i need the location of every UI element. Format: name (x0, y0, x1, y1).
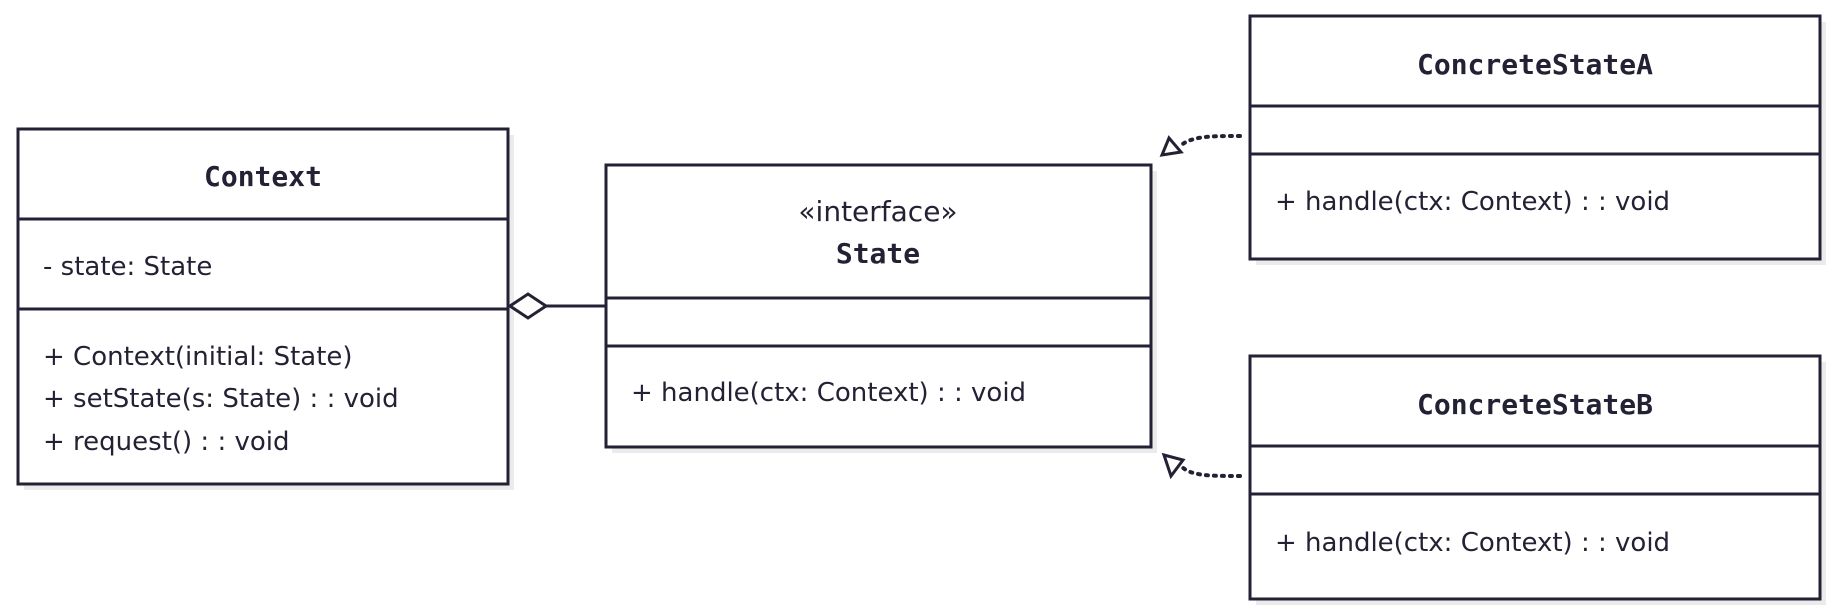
class-state[interactable]: «interface» State + handle(ctx: Context)… (604, 163, 1157, 453)
realization-b-line (1180, 465, 1242, 478)
class-context-attribute: - state: State (43, 252, 212, 282)
class-context-box (16, 127, 510, 486)
class-context-operation: + setState(s: State) : : void (43, 384, 399, 414)
class-state-name: State (836, 237, 920, 270)
relation-aggregation-context-state[interactable] (507, 292, 606, 320)
class-concrete-state-b-box (1248, 354, 1822, 601)
class-state-box (604, 163, 1153, 449)
class-concrete-state-a-operation: + handle(ctx: Context) : : void (1275, 187, 1670, 217)
class-concrete-state-b-operation: + handle(ctx: Context) : : void (1275, 528, 1670, 558)
realization-a-line (1178, 134, 1242, 148)
relation-realization-concrete-state-a[interactable] (1159, 134, 1242, 157)
realization-b-triangle-icon (1161, 452, 1186, 480)
class-concrete-state-a-name: ConcreteStateA (1417, 48, 1653, 81)
class-context-name: Context (204, 160, 322, 193)
class-context-operation: + Context(initial: State) (43, 342, 353, 372)
class-concrete-state-a[interactable]: ConcreteStateA + handle(ctx: Context) : … (1248, 14, 1826, 265)
aggregation-diamond-icon (507, 292, 549, 320)
realization-a-triangle-icon (1159, 135, 1184, 157)
class-concrete-state-b-name: ConcreteStateB (1417, 388, 1653, 421)
class-concrete-state-a-box (1248, 14, 1822, 261)
class-context-operation: + request() : : void (43, 427, 290, 457)
class-context[interactable]: Context - state: State + Context(initial… (16, 127, 514, 490)
class-state-operation: + handle(ctx: Context) : : void (631, 378, 1026, 408)
class-concrete-state-b[interactable]: ConcreteStateB + handle(ctx: Context) : … (1248, 354, 1826, 605)
relation-realization-concrete-state-b[interactable] (1161, 452, 1242, 480)
class-state-stereotype: «interface» (798, 195, 957, 228)
